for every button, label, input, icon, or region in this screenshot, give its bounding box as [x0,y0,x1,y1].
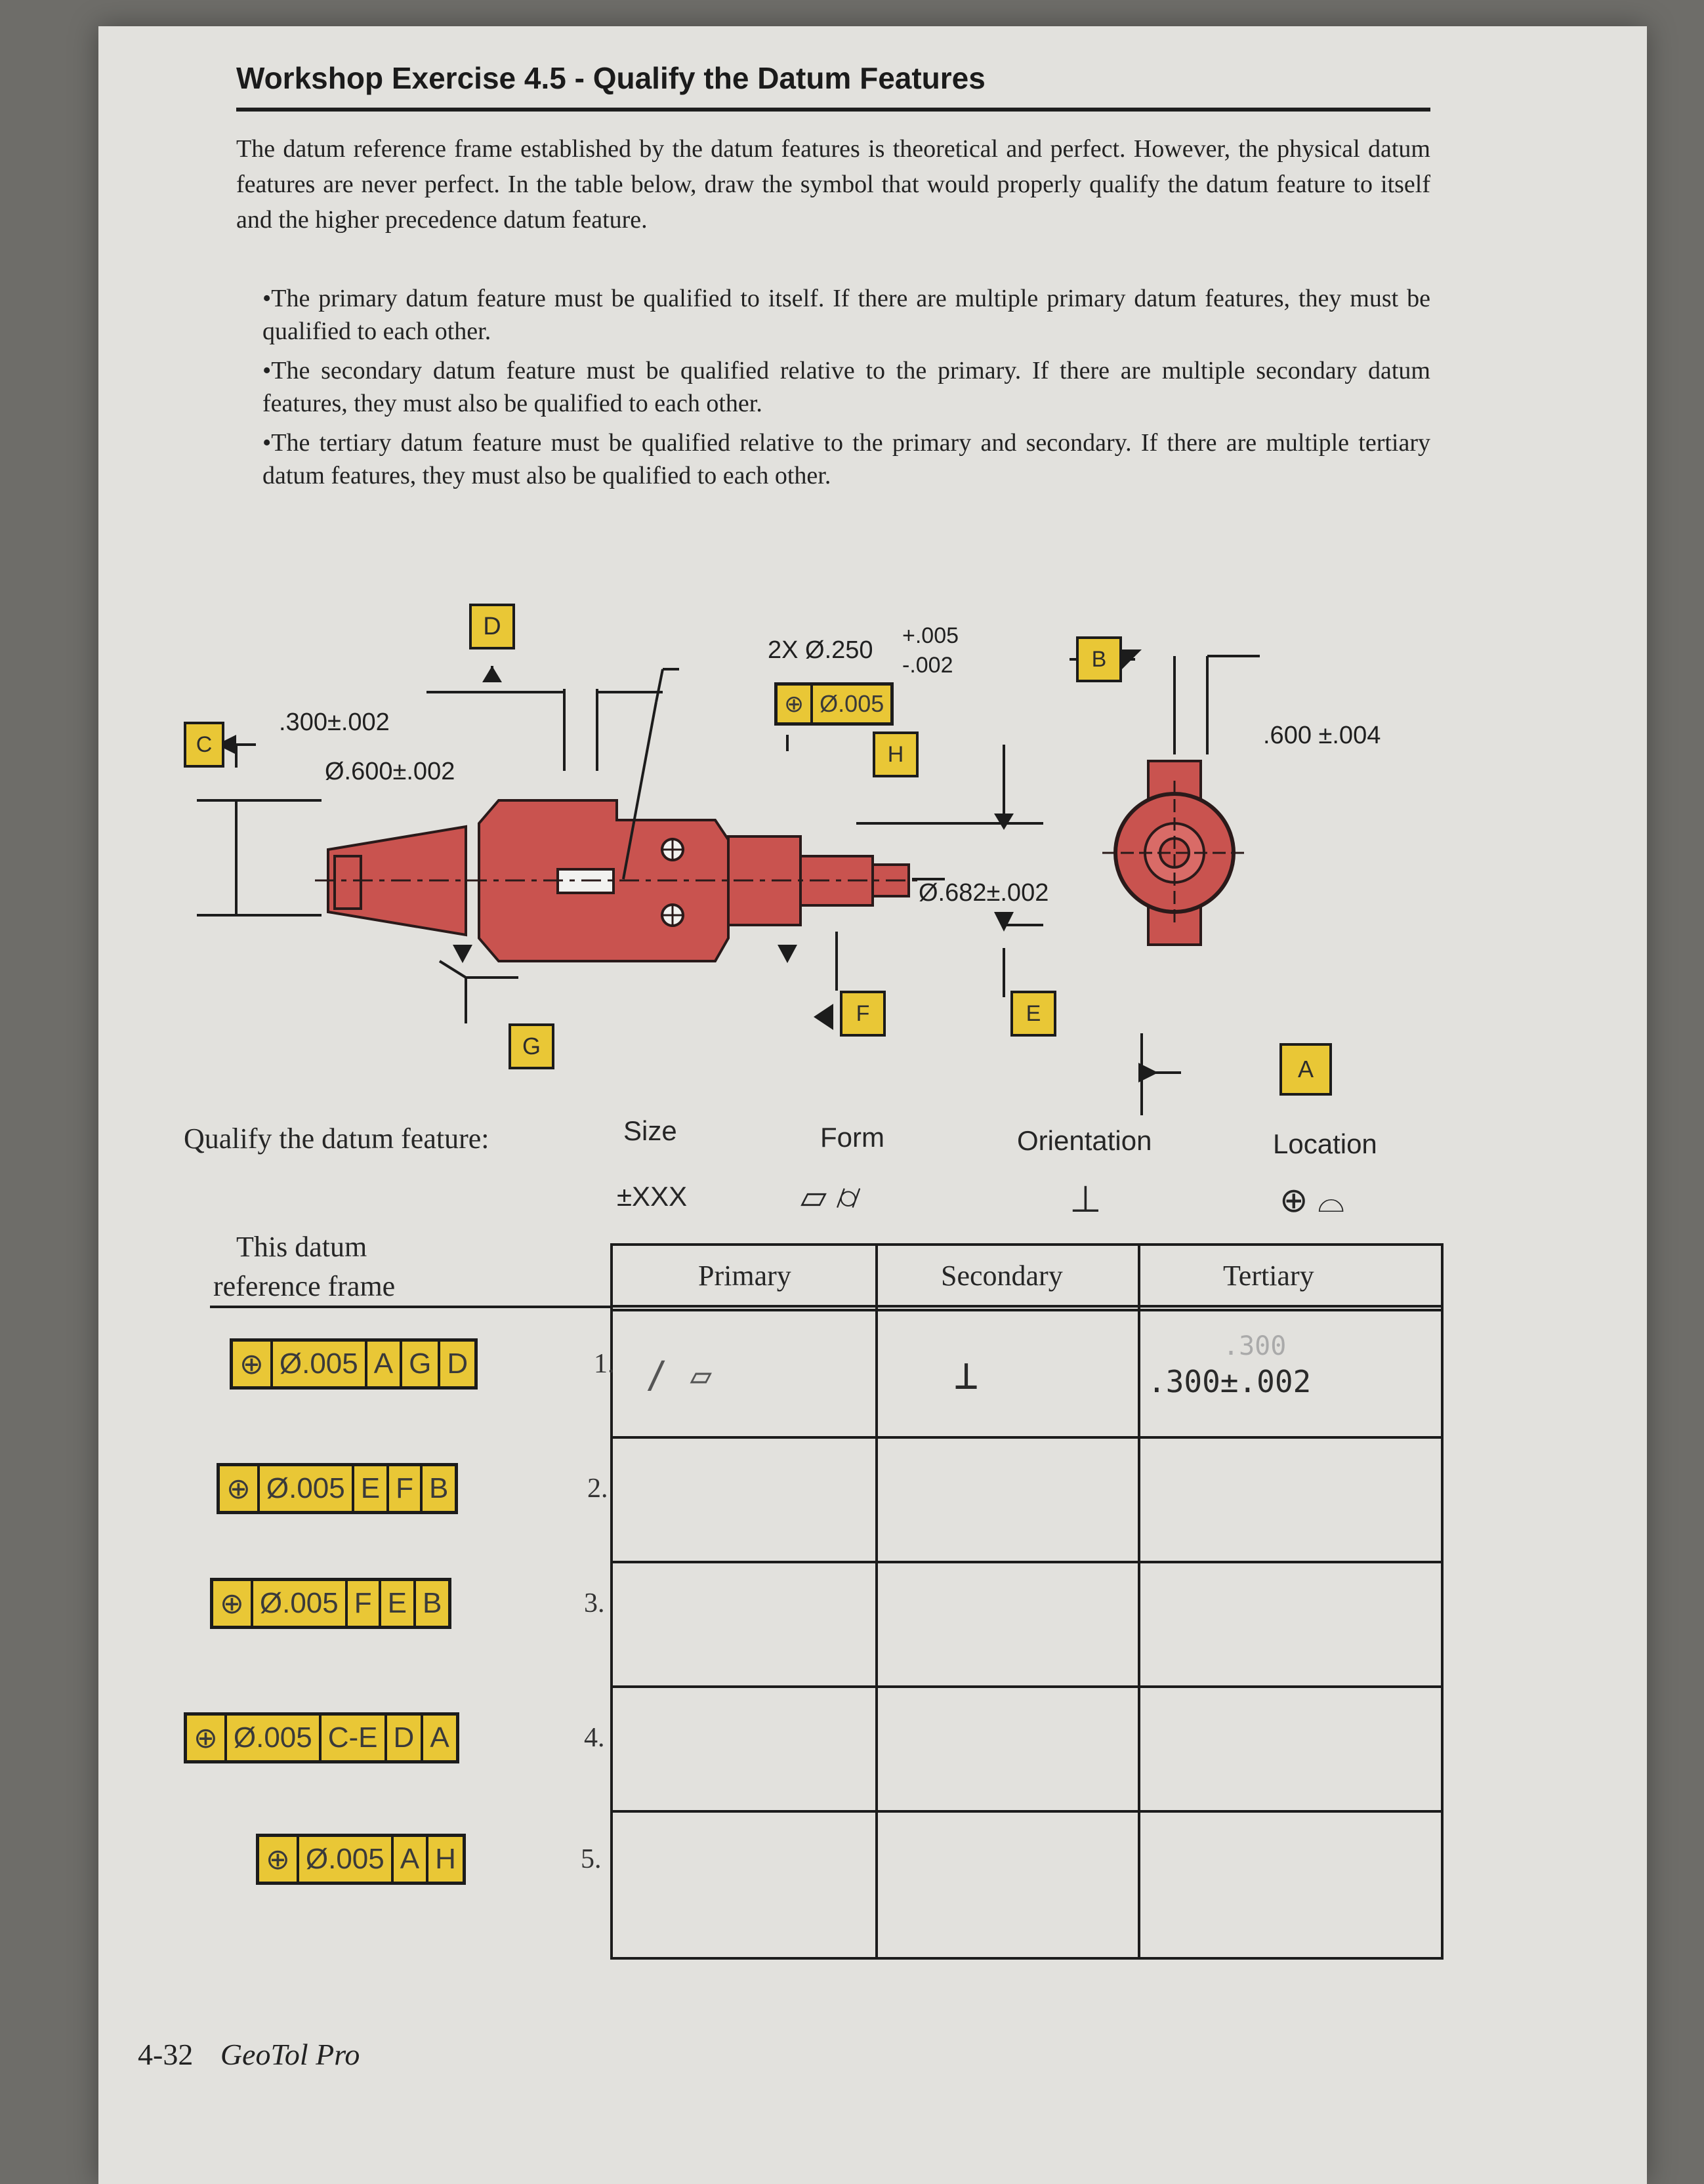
row-divider-4 [613,1810,1441,1813]
position-icon: ⊕ [778,686,814,722]
fcf-datum-1: C-E [322,1716,387,1760]
datum-a-tag: A [1279,1043,1332,1096]
page-footer: 4-32 GeoTol Pro [138,2037,360,2072]
page-number: 4-32 [138,2038,194,2071]
page-title: Workshop Exercise 4.5 - Qualify the Datu… [236,61,986,95]
position-icon: ⊕ [259,1837,299,1882]
row-divider-2 [613,1561,1441,1563]
hole-position-fcf: ⊕ Ø.005 [774,682,894,726]
col-primary-header: Primary [698,1260,791,1292]
category-location: Location [1273,1128,1377,1159]
col-tertiary-header: Tertiary [1223,1260,1314,1292]
row1-number: 1. [594,1349,615,1379]
size-symbol: ±XXX [617,1181,688,1212]
row1-secondary-answer[interactable]: ⊥ [954,1351,979,1399]
fcf-datum-2: D [387,1716,424,1760]
position-icon: ⊕ [213,1581,253,1626]
book-title: GeoTol Pro [220,2038,360,2071]
row1-primary-answer[interactable]: / ▱ [646,1354,713,1397]
position-icon: ⊕ [233,1342,273,1386]
qualify-lead: Qualify the datum feature: [184,1123,489,1155]
category-orientation: Orientation [1017,1125,1152,1156]
dimension-lines [197,655,1260,1115]
fcf-datum-3: A [430,1721,449,1754]
dim-2x-250: 2X Ø.250 [768,636,873,664]
fcf-datum-3: B [423,1587,442,1619]
category-size: Size [623,1115,677,1146]
category-form: Form [820,1122,884,1153]
qualification-table: Primary Secondary Tertiary / ▱ ⊥ .300 .3… [610,1243,1444,1960]
row4-fcf: ⊕ Ø.005 C-E D A [184,1712,459,1763]
fcf-datum-1: A [367,1342,403,1386]
datum-b-tag: B [1076,636,1122,682]
row5-fcf: ⊕ Ø.005 A H [256,1834,466,1885]
row1-fcf: ⊕ Ø.005 A G D [230,1338,478,1390]
row4-number: 4. [584,1723,605,1753]
fcf-tolerance: Ø.005 [299,1837,394,1882]
fcf-datum-2: H [435,1843,456,1875]
fcf-datum-1: A [394,1837,429,1882]
tol-plus: +.005 [902,623,959,648]
datum-h-tag: H [873,731,919,777]
rules-list: •The primary datum feature must be quali… [262,282,1430,499]
row-divider-3 [613,1685,1441,1688]
header-double-rule [613,1305,1441,1311]
row3-number: 3. [584,1588,605,1618]
fcf-tolerance: Ø.005 [273,1342,367,1386]
left-header-line2: reference frame [213,1270,396,1302]
position-icon: ⊕ [220,1466,260,1511]
fcf-datum-3: D [447,1348,468,1380]
left-header-line1: This datum [236,1231,367,1263]
row2-fcf: ⊕ Ø.005 E F B [217,1463,459,1514]
fcf-tolerance: Ø.005 [227,1716,322,1760]
location-symbols-icon: ⊕ ⌓ [1279,1182,1345,1220]
fcf-tolerance: Ø.005 [253,1581,348,1626]
fcf-datum-1: F [348,1581,381,1626]
rule-secondary: •The secondary datum feature must be qua… [262,357,1430,417]
datum-c-tag: C [184,722,224,768]
row5-number: 5. [581,1844,602,1874]
row-divider-1 [613,1436,1441,1439]
part-end-view [1102,760,1247,946]
intro-paragraph: The datum reference frame established by… [236,135,1430,234]
worksheet-page: Workshop Exercise 4.5 - Qualify the Datu… [98,26,1647,2184]
fcf-datum-2: G [402,1342,441,1386]
row1-tertiary-faint: .300 [1223,1331,1287,1361]
datum-d-tag: D [469,604,515,649]
dim-300: .300±.002 [279,709,390,736]
fcf-datum-3: B [429,1472,449,1504]
datum-triangles [217,649,1158,1082]
datum-g-tag: G [509,1023,554,1069]
fcf-datum-2: E [381,1581,416,1626]
rule-tertiary: •The tertiary datum feature must be qual… [262,429,1430,489]
col-divider-1 [875,1246,878,1957]
dim-600-dia: Ø.600±.002 [325,758,455,785]
fcf-tolerance: Ø.005 [260,1466,354,1511]
dim-600-right: .600 ±.004 [1263,722,1381,749]
col-divider-2 [1138,1246,1140,1957]
dim-682: Ø.682±.002 [919,879,1049,907]
position-icon: ⊕ [187,1716,227,1760]
col-secondary-header: Secondary [941,1260,1063,1292]
row2-number: 2. [587,1473,608,1504]
row3-fcf: ⊕ Ø.005 F E B [210,1578,452,1629]
left-header-rule [210,1306,610,1308]
form-symbols-icon: ▱ ⌭ [800,1178,861,1216]
fcf-datum-2: F [389,1466,423,1511]
tol-minus: -.002 [902,653,953,678]
datum-f-tag: F [840,991,886,1037]
fcf-datum-1: E [354,1466,390,1511]
perpendicularity-icon: ⊥ [1070,1178,1102,1220]
hole-tolerance: Ø.005 [820,690,884,717]
part-body-left [315,799,919,962]
title-rule [236,108,1430,112]
datum-e-tag: E [1010,991,1056,1037]
row1-tertiary-answer[interactable]: .300±.002 [1148,1364,1312,1399]
rule-primary: •The primary datum feature must be quali… [262,285,1430,345]
part-drawing [197,649,1260,1115]
